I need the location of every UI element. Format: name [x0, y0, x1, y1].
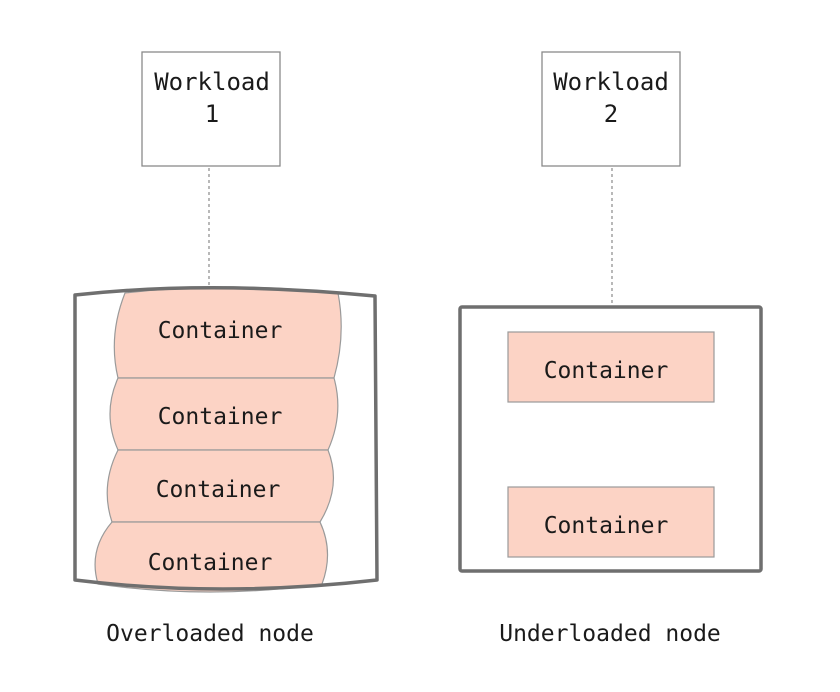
overloaded-container-4: [94, 521, 329, 593]
overloaded-node-frame: [73, 286, 379, 591]
overloaded-container-2-label: Container: [158, 404, 283, 430]
overloaded-container-3-label: Container: [156, 477, 281, 503]
workload-1: Workload 1: [141, 51, 281, 167]
workload-1-title: Workload: [154, 68, 270, 96]
underloaded-node: Container Container: [458, 305, 763, 573]
overloaded-node-label: Overloaded node: [106, 621, 314, 647]
overloaded-node: Container Container Container Container: [73, 286, 379, 593]
underloaded-container-1-label: Container: [544, 358, 669, 384]
underloaded-container-2: [507, 486, 715, 558]
overloaded-container-4-label: Container: [148, 550, 273, 576]
workload-2-box: [541, 51, 681, 167]
overloaded-container-1-label: Container: [158, 318, 283, 344]
workload-1-number: 1: [205, 100, 219, 128]
underloaded-container-2-label: Container: [544, 513, 669, 539]
workload-2: Workload 2: [541, 51, 681, 167]
workload-1-box: [141, 51, 281, 167]
underloaded-container-1: [507, 331, 715, 403]
workload-2-title: Workload: [553, 68, 669, 96]
underloaded-node-frame: [458, 305, 763, 573]
workload-2-number: 2: [604, 100, 618, 128]
underloaded-node-label: Underloaded node: [499, 621, 721, 647]
